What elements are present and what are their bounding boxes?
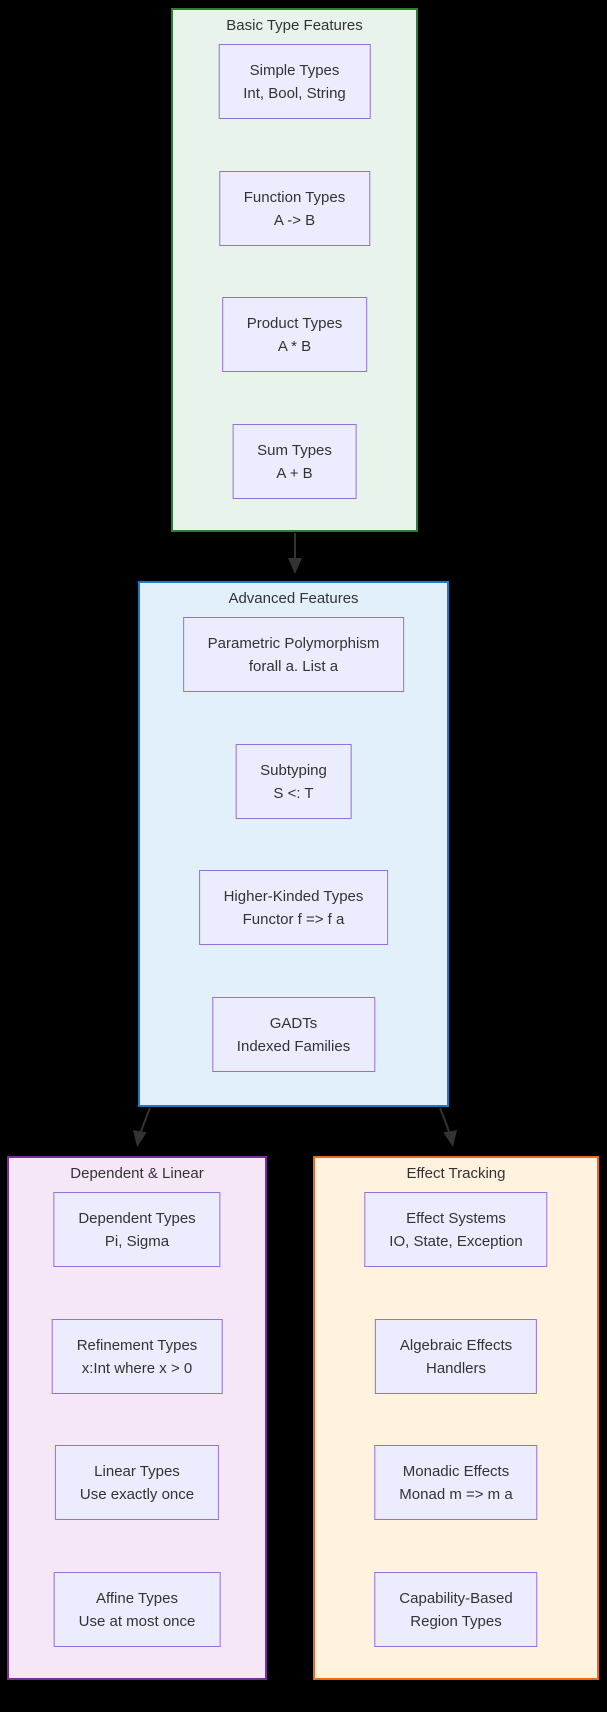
node-refinement-types: Refinement Types x:Int where x > 0 [51,1319,223,1394]
node-capability-based: Capability-Based Region Types [374,1572,538,1647]
edge-advanced-to-effects [439,1107,458,1147]
node-title: Function Types [243,188,346,206]
node-title: Monadic Effects [402,1462,510,1480]
node-title: Linear Types [94,1462,180,1480]
group-title: Advanced Features [228,590,359,607]
node-subtitle: Region Types [410,1612,502,1630]
node-subtitle: A -> B [273,211,316,229]
node-subtitle: A + B [276,464,313,482]
node-subtitle: Use at most once [78,1612,196,1630]
node-title: Capability-Based [399,1589,513,1607]
group-basic-type-features: Basic Type Features Simple Types Int, Bo… [171,8,418,532]
edge-advanced-to-dependent [132,1107,151,1147]
node-simple-types: Simple Types Int, Bool, String [218,44,371,119]
node-title: Higher-Kinded Types [223,887,364,905]
node-title: Affine Types [95,1589,178,1607]
node-title: Dependent Types [78,1209,196,1227]
node-title: Sum Types [257,441,332,459]
node-title: Product Types [246,314,343,332]
node-subtitle: Monad m => m a [399,1485,513,1503]
node-subtitle: Handlers [425,1359,487,1377]
node-subtitle: Int, Bool, String [243,84,346,102]
node-higher-kinded-types: Higher-Kinded Types Functor f => f a [198,870,389,945]
node-title: Simple Types [249,61,340,79]
node-title: Algebraic Effects [399,1336,513,1354]
node-parametric-polymorphism: Parametric Polymorphism forall a. List a [182,617,405,692]
node-subtitle: A * B [277,337,312,355]
node-title: Effect Systems [406,1209,506,1227]
node-linear-types: Linear Types Use exactly once [54,1445,220,1520]
node-title: Subtyping [260,761,327,779]
node-effect-systems: Effect Systems IO, State, Exception [364,1192,548,1267]
node-subtitle: forall a. List a [248,657,339,675]
node-sum-types: Sum Types A + B [232,424,357,499]
group-advanced-features: Advanced Features Parametric Polymorphis… [138,581,449,1107]
node-function-types: Function Types A -> B [218,171,371,246]
node-product-types: Product Types A * B [221,297,368,372]
node-gadts: GADTs Indexed Families [211,997,376,1072]
node-subtyping: Subtyping S <: T [235,744,352,819]
node-subtitle: Use exactly once [79,1485,195,1503]
node-subtitle: S <: T [273,784,314,802]
node-title: GADTs [269,1014,318,1032]
node-dependent-types: Dependent Types Pi, Sigma [53,1192,221,1267]
node-title: Parametric Polymorphism [207,634,380,652]
group-dependent-and-linear: Dependent & Linear Dependent Types Pi, S… [7,1156,267,1680]
node-affine-types: Affine Types Use at most once [53,1572,221,1647]
node-algebraic-effects: Algebraic Effects Handlers [374,1319,538,1394]
node-title: Refinement Types [76,1336,198,1354]
node-subtitle: x:Int where x > 0 [81,1359,193,1377]
group-title: Effect Tracking [406,1165,506,1182]
node-monadic-effects: Monadic Effects Monad m => m a [374,1445,538,1520]
group-title: Basic Type Features [226,17,363,34]
node-subtitle: Pi, Sigma [104,1232,170,1250]
node-subtitle: Indexed Families [236,1037,351,1055]
node-subtitle: Functor f => f a [242,910,345,928]
group-title: Dependent & Linear [70,1165,204,1182]
group-effect-tracking: Effect Tracking Effect Systems IO, State… [313,1156,599,1680]
node-subtitle: IO, State, Exception [389,1232,523,1250]
